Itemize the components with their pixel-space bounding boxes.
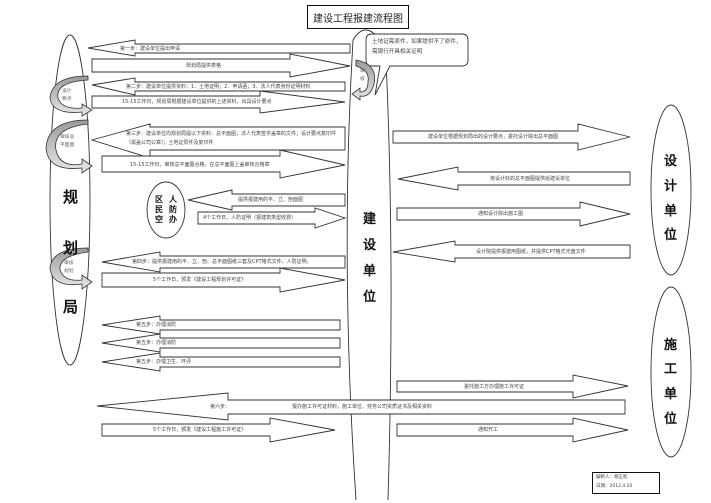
- arrow-step1: [87, 39, 351, 57]
- planning-lane-char-2: 划: [63, 239, 79, 257]
- arrow-step5c: [101, 352, 341, 372]
- curl-label-review-site-plan: 审核总平面图: [60, 135, 75, 148]
- arrow-text-step5c: 第五步：办理卫生、环评: [136, 359, 192, 365]
- construction-lane-char-2: 工: [664, 362, 678, 377]
- arrow-text-notify-start: 通知开工: [478, 427, 499, 433]
- footer-box: 编制人：胡正松 日期：2012.4.20: [592, 472, 660, 494]
- planning-lane-char-3: 局: [63, 298, 79, 316]
- civil-defense-char-5: 空: [155, 215, 163, 224]
- civil-defense-char-2: 人: [169, 195, 177, 204]
- arrow-step6: [96, 392, 626, 421]
- callout-text: 土地证需原件，如果提供不了原件，需银行开具相关证明: [372, 39, 462, 55]
- callout-bubble: [365, 33, 469, 96]
- developer-lane-char-4: 位: [363, 290, 377, 305]
- curl-label-review-planning: 审核规划: [64, 261, 74, 274]
- arrow-design-commission: [392, 123, 631, 151]
- arrow-text-step1: 第一步：建设单位提出申请: [120, 46, 181, 52]
- arrow-step5a: [101, 315, 341, 335]
- arrow-step4: [101, 251, 346, 273]
- curl-arrow-design-requirements: [49, 75, 93, 117]
- arrow-design-deliver-site: [397, 166, 631, 191]
- arrow-step3-return: [101, 149, 346, 179]
- footer-author: 编制人：胡正松: [596, 475, 628, 480]
- arrow-step5b: [101, 333, 341, 353]
- arrow-text-step4: 第四步：提供报建用的平、立、剖、总平面图纸三套及CPT格式文件、人防证明，: [132, 259, 312, 265]
- planning-lane-char-1: 规: [63, 188, 79, 206]
- arrow-step2: [91, 77, 346, 96]
- arrow-text-step3: 第三步：建设单位向规划局提以下资料：总平面图；法人代表签字盖章的文件；设计要点复…: [126, 131, 337, 146]
- design-lane-ellipse: [650, 104, 692, 276]
- arrow-text-step5a: 第五步：办理消防: [136, 322, 177, 328]
- curl-label-developer: 审核: [360, 69, 365, 82]
- civil-defense-char-4: 防: [169, 205, 177, 214]
- arrow-notify-drawings: [396, 201, 631, 227]
- arrow-notify-start: [396, 417, 629, 443]
- arrow-text-step6-label: 第六步：: [210, 404, 231, 410]
- arrow-text-commission-builder: 委托施工方办理施工许可证: [464, 384, 525, 390]
- arrow-step2-return: [91, 90, 346, 114]
- design-lane-char-2: 计: [664, 179, 678, 194]
- design-lane-char-3: 单: [664, 204, 678, 219]
- curl-arrow-review-site-plan: [45, 119, 93, 174]
- arrow-text-design-cpt: 设计院提供报建用图纸，并提供CPT格式光盘文件: [476, 249, 586, 255]
- design-lane-char-1: 设: [664, 154, 678, 169]
- arrow-text-step2-return: 15-15工作日，规划局根据建设单位提供的上述资料，出具设计要点: [122, 99, 272, 105]
- civil-defense-char-1: 区: [155, 195, 163, 204]
- civil-defense-char-3: 民: [155, 205, 163, 214]
- arrow-text-step6-return: 5个工作日，颁发《建设工程施工许可证》: [153, 427, 247, 433]
- arrow-text-form: 规划局提供表格: [186, 63, 222, 69]
- arrow-commission-builder: [396, 374, 629, 399]
- construction-lane-char-3: 单: [664, 387, 678, 402]
- civil-defense-ellipse: [146, 181, 186, 239]
- arrow-civil-return: [197, 207, 347, 229]
- curl-label-design-requirements: 设计要点: [62, 89, 72, 102]
- developer-lane-char-2: 设: [363, 238, 377, 253]
- construction-lane-char-1: 施: [664, 338, 678, 353]
- arrow-design-cpt: [392, 240, 631, 263]
- arrow-form: [91, 53, 351, 78]
- arrow-text-step5b: 第五步：办理消防: [136, 340, 177, 346]
- developer-lane-shape: [346, 29, 392, 501]
- arrow-text-civil-return: 4个工作日，人防证明（报建筑类型收费）: [203, 215, 297, 221]
- arrow-step4-return: [101, 267, 346, 293]
- arrow-text-step4-return: 5个工作日，颁发《建设工程规划许可证》: [153, 277, 247, 283]
- arrow-text-step2: 第二步：建设单位提供资料：1．土地证明；2．申请函；3．法人代表身份证明材料: [126, 84, 311, 90]
- curl-arrow-developer: [351, 59, 375, 101]
- footer-date: 日期：2012.4.20: [596, 484, 633, 489]
- arrow-step6-return: [101, 417, 336, 443]
- arrow-text-design-deliver-site: 将设计好的总平面图提供给建设单位: [490, 176, 571, 182]
- page-title: 建设工程报建流程图: [307, 5, 409, 29]
- construction-lane-ellipse: [650, 286, 692, 458]
- civil-defense-char-6: 办: [169, 215, 177, 224]
- arrow-text-notify-drawings: 通知设计院出施工图: [478, 211, 524, 217]
- arrow-text-civil-submit: 提供报建用的平、立、剖面图: [238, 197, 304, 203]
- arrow-text-step3-return: 15-15工作日，审核总平面图合格，在总平面图上盖审核合格章: [130, 162, 270, 168]
- construction-lane-char-4: 位: [664, 412, 678, 427]
- developer-lane-char-3: 单: [363, 264, 377, 279]
- curl-arrow-review-planning: [49, 247, 93, 290]
- arrow-civil-submit: [187, 189, 346, 211]
- arrow-text-design-commission: 建设单位根据规划局出的设计要点，委托设计院出总平面图: [428, 134, 559, 140]
- design-lane-char-4: 位: [664, 228, 678, 243]
- arrow-text-step6: 报办施工许可证材料，施工单位、劳务公司资质证书及相关资料: [292, 404, 433, 410]
- developer-lane-char-1: 建: [363, 212, 377, 227]
